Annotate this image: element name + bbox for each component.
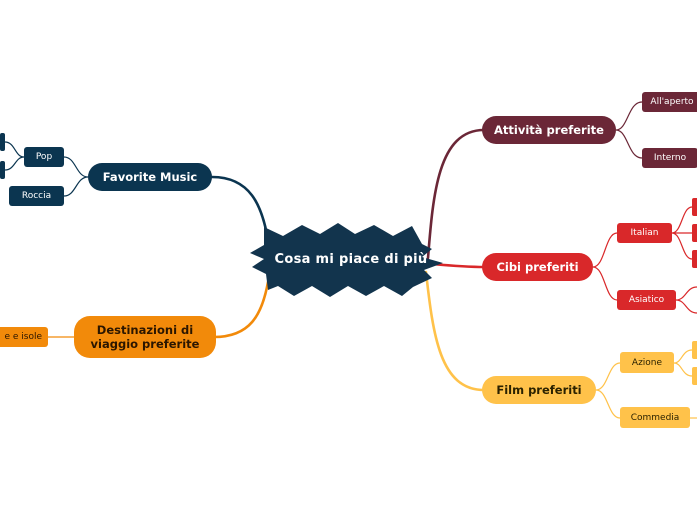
action-leaf-2[interactable] — [692, 367, 697, 385]
center-topic-shape[interactable] — [250, 223, 443, 297]
subtopic-indoor-label: Interno — [653, 153, 687, 163]
italian-leaf-2[interactable] — [692, 224, 697, 242]
subtopic-outdoor[interactable]: All'aperto — [642, 92, 697, 112]
connector-center-activities — [426, 128, 486, 260]
branch-activities[interactable]: Attività preferite — [482, 116, 616, 144]
connector-asian-leaves — [675, 286, 697, 314]
branch-music[interactable]: Favorite Music — [88, 163, 212, 191]
subtopic-rock-label: Roccia — [21, 191, 52, 201]
connector-activities-children — [615, 101, 643, 159]
connector-films-children — [595, 362, 621, 419]
italian-leaf-3[interactable] — [692, 250, 697, 268]
subtopic-rock[interactable]: Roccia — [9, 186, 64, 206]
subtopic-indoor[interactable]: Interno — [642, 148, 697, 168]
subtopic-islands[interactable]: e e isole — [0, 327, 48, 347]
subtopic-italian-label: Italian — [630, 228, 659, 238]
branch-food-label: Cibi preferiti — [496, 260, 579, 274]
pop-leaf-1[interactable] — [0, 133, 5, 151]
branch-activities-label: Attività preferite — [494, 123, 604, 137]
connector-center-travel — [212, 280, 270, 339]
connector-pop-leaves — [4, 141, 25, 171]
subtopic-asian-label: Asiatico — [628, 295, 665, 305]
branch-travel[interactable]: Destinazioni di viaggio preferite — [74, 316, 216, 358]
subtopic-islands-label: e e isole — [4, 332, 42, 342]
subtopic-comedy-label: Commedia — [630, 412, 680, 423]
italian-leaf-1[interactable] — [692, 198, 697, 216]
connector-food-children — [592, 232, 618, 301]
pop-leaf-2[interactable] — [0, 161, 5, 179]
branch-travel-label: Destinazioni di viaggio preferite — [90, 323, 200, 351]
connector-center-films — [424, 270, 486, 392]
subtopic-pop[interactable]: Pop — [24, 147, 64, 167]
action-leaf-1[interactable] — [692, 341, 697, 359]
connector-action-leaves — [673, 349, 693, 377]
center-topic-label: Cosa mi piace di più — [275, 252, 428, 267]
subtopic-comedy[interactable]: Commedia — [620, 407, 690, 428]
connector-center-music — [210, 175, 270, 242]
connector-italian-leaves — [671, 206, 693, 260]
branch-films-label: Film preferiti — [496, 383, 582, 397]
branch-food[interactable]: Cibi preferiti — [482, 253, 593, 281]
connector-center-food — [430, 262, 486, 269]
subtopic-italian[interactable]: Italian — [617, 223, 672, 243]
connector-music-children — [63, 156, 89, 197]
subtopic-action-label: Azione — [631, 357, 663, 368]
subtopic-action[interactable]: Azione — [620, 352, 674, 373]
branch-music-label: Favorite Music — [102, 170, 198, 184]
subtopic-pop-label: Pop — [35, 152, 53, 162]
branch-films[interactable]: Film preferiti — [482, 376, 596, 404]
subtopic-asian[interactable]: Asiatico — [617, 290, 676, 310]
subtopic-outdoor-label: All'aperto — [650, 97, 694, 107]
